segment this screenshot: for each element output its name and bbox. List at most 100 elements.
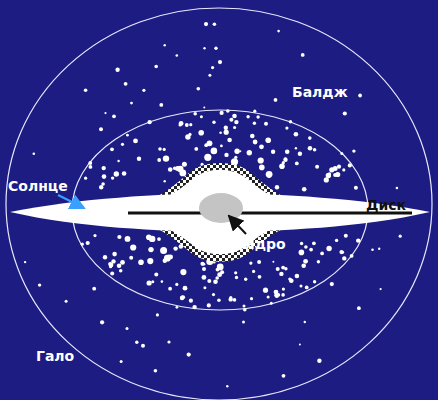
star — [114, 171, 119, 176]
star — [256, 115, 259, 118]
star — [342, 256, 346, 260]
star — [193, 112, 197, 116]
star — [299, 250, 305, 256]
star — [187, 353, 191, 357]
star — [285, 149, 290, 154]
star — [267, 174, 271, 178]
star — [247, 150, 252, 155]
star — [163, 259, 167, 263]
star — [24, 261, 26, 263]
star — [305, 286, 309, 290]
star — [119, 269, 123, 273]
star — [189, 123, 192, 126]
star — [263, 288, 268, 293]
star — [276, 267, 280, 271]
star — [142, 89, 145, 92]
star — [130, 244, 136, 250]
halo-outline — [6, 8, 432, 400]
star — [279, 164, 285, 170]
star — [250, 297, 253, 300]
star — [133, 139, 138, 144]
nucleus-label: Ядро — [244, 236, 286, 252]
star — [267, 296, 270, 299]
star — [265, 137, 271, 143]
star — [246, 115, 249, 118]
star — [288, 277, 291, 280]
star — [203, 286, 206, 289]
star — [298, 152, 302, 156]
star — [84, 88, 88, 92]
star — [200, 115, 203, 118]
star — [179, 121, 184, 126]
star — [208, 74, 211, 77]
star — [126, 327, 129, 330]
star — [324, 177, 329, 182]
disk-label: Диск — [366, 197, 406, 213]
star — [164, 180, 166, 182]
star — [258, 275, 262, 279]
star — [180, 296, 184, 300]
star — [185, 123, 189, 127]
star — [328, 172, 331, 175]
star — [163, 148, 166, 151]
star — [340, 152, 343, 155]
star — [220, 270, 224, 274]
star — [157, 237, 161, 241]
star — [339, 250, 343, 254]
star — [176, 54, 179, 57]
star — [234, 149, 239, 154]
star — [122, 171, 127, 176]
star — [154, 65, 158, 69]
star — [317, 359, 321, 363]
star — [300, 285, 303, 288]
star — [158, 147, 162, 151]
star — [300, 242, 303, 245]
star — [65, 300, 68, 303]
star — [214, 47, 217, 50]
star — [160, 247, 167, 254]
star — [207, 140, 213, 146]
star — [295, 162, 299, 166]
star — [279, 272, 283, 276]
star — [198, 130, 204, 136]
star — [189, 299, 193, 303]
star — [92, 287, 96, 291]
star — [335, 239, 338, 242]
star — [167, 340, 170, 343]
star — [301, 263, 306, 268]
star — [396, 187, 399, 190]
star — [202, 267, 206, 271]
star — [250, 134, 255, 139]
bulge-label: Балдж — [292, 84, 348, 100]
star — [181, 295, 185, 299]
star — [243, 308, 247, 312]
star — [151, 280, 154, 283]
star — [232, 114, 237, 119]
star — [104, 112, 106, 114]
star — [350, 254, 354, 258]
star — [226, 109, 230, 113]
star — [243, 305, 246, 308]
star — [271, 150, 275, 154]
star — [242, 320, 245, 323]
star — [173, 246, 177, 250]
star — [253, 140, 258, 145]
star — [244, 278, 247, 281]
star — [378, 248, 380, 250]
star — [234, 120, 238, 124]
star — [227, 138, 232, 143]
star — [354, 186, 358, 190]
star — [179, 123, 182, 126]
star — [217, 298, 221, 302]
star — [235, 276, 238, 279]
star — [284, 267, 287, 270]
star — [229, 118, 233, 122]
star — [219, 132, 222, 135]
star — [121, 143, 124, 146]
star — [99, 185, 103, 189]
star — [168, 255, 173, 260]
star — [211, 66, 214, 69]
star — [81, 243, 84, 246]
star — [304, 321, 306, 323]
star — [342, 168, 345, 171]
